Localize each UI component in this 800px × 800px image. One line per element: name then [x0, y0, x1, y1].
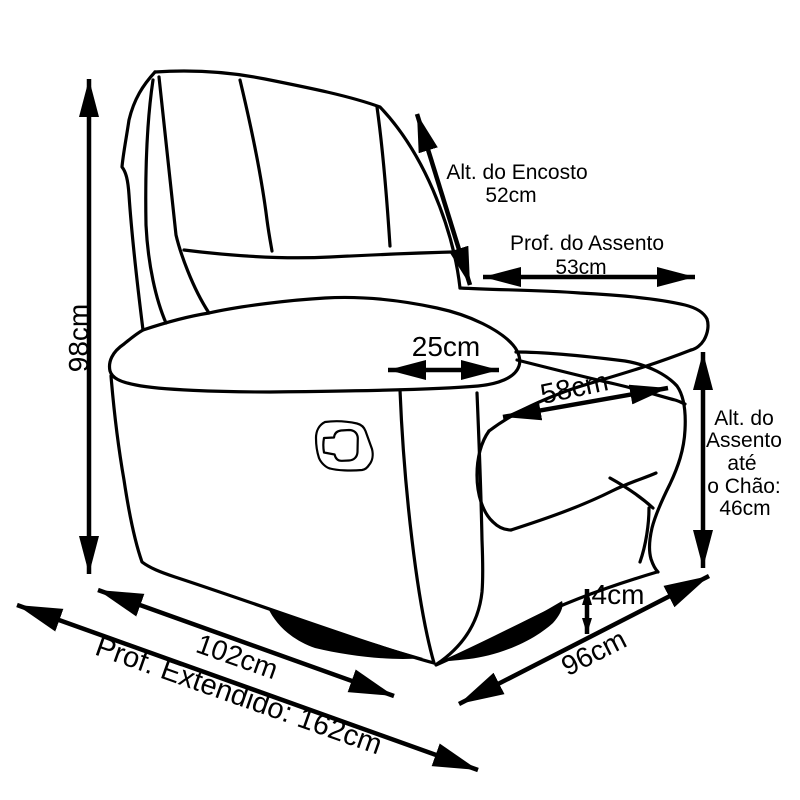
svg-text:Alt. do: Alt. do	[714, 407, 774, 430]
svg-text:53cm: 53cm	[555, 256, 606, 279]
svg-text:46cm: 46cm	[719, 497, 770, 520]
svg-text:98cm: 98cm	[63, 304, 94, 372]
svg-text:4cm: 4cm	[592, 579, 645, 610]
svg-text:58cm: 58cm	[538, 365, 611, 410]
svg-text:25cm: 25cm	[412, 331, 480, 362]
svg-text:Alt. do Encosto: Alt. do Encosto	[446, 161, 587, 184]
svg-text:Assento: Assento	[706, 429, 782, 452]
svg-text:Prof. do Assento: Prof. do Assento	[510, 232, 664, 255]
svg-text:o Chão:: o Chão:	[707, 475, 781, 498]
svg-text:até: até	[727, 452, 756, 475]
svg-text:96cm: 96cm	[556, 623, 631, 682]
svg-text:52cm: 52cm	[485, 184, 536, 207]
